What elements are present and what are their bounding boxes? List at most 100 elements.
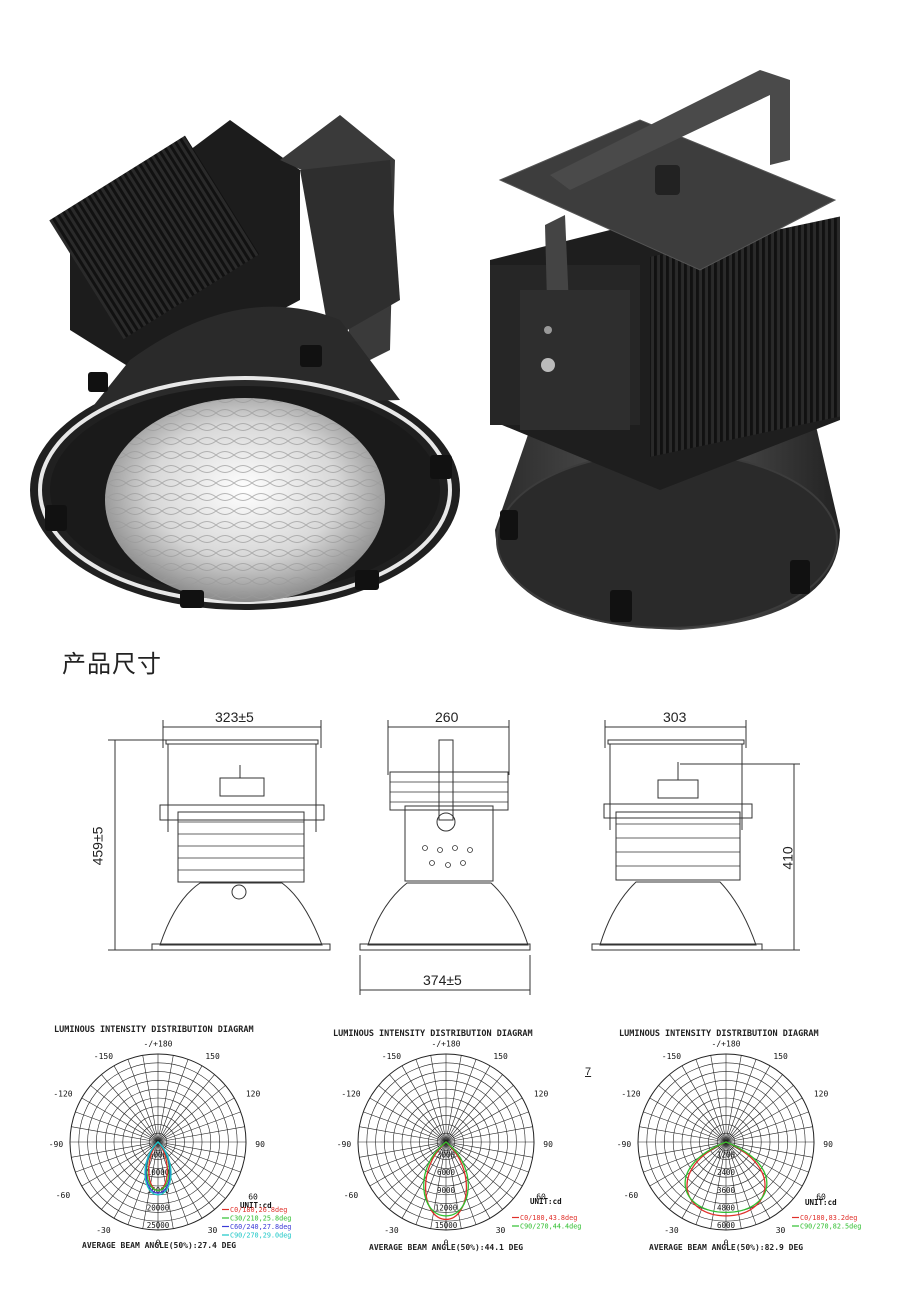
polar-1-beam-angle: AVERAGE BEAM ANGLE(50%):27.4 DEG xyxy=(82,1241,237,1250)
polar-spoke xyxy=(157,1126,245,1143)
legend-entry: C90/270,82.5deg xyxy=(800,1223,861,1231)
polar-spoke xyxy=(725,1074,783,1143)
polar-spoke xyxy=(101,1141,159,1210)
polar-angle-label: 120 xyxy=(814,1090,829,1099)
dim-front-width: 323±5 xyxy=(215,709,254,725)
polar-spoke xyxy=(639,1126,727,1143)
polar-spoke xyxy=(445,1055,462,1143)
polar-spoke xyxy=(75,1141,159,1173)
polar-angle-label: 150 xyxy=(773,1052,788,1061)
polar-spoke xyxy=(445,1141,514,1199)
polar-angle-label: -60 xyxy=(624,1191,639,1200)
polar-angle-label: 60 xyxy=(536,1193,546,1202)
polar-angle-label: 0 xyxy=(156,1238,161,1247)
polar-spoke xyxy=(681,1065,727,1143)
polar-spoke xyxy=(127,1141,159,1225)
dim-side-width: 260 xyxy=(435,709,459,725)
polar-spoke xyxy=(643,1141,727,1173)
legend-entry: C0/180,43.8deg xyxy=(520,1214,577,1222)
polar-angle-label: -30 xyxy=(384,1226,399,1235)
polar-angle-label: -90 xyxy=(337,1140,352,1149)
polar-spoke xyxy=(157,1141,226,1199)
polar-spoke xyxy=(669,1074,727,1143)
polar-spoke xyxy=(445,1141,523,1187)
polar-angle-label: -60 xyxy=(344,1191,359,1200)
polar-angle-label: -120 xyxy=(341,1090,360,1099)
polar-radial-label: 15000 xyxy=(435,1221,458,1230)
polar-angle-label: 30 xyxy=(208,1226,218,1235)
polar-spoke xyxy=(445,1065,491,1143)
polar-spoke xyxy=(157,1065,203,1143)
polar-unit: UNIT:cd xyxy=(240,1201,272,1210)
polar-angle-label: -60 xyxy=(56,1191,71,1200)
polar-spoke xyxy=(90,1141,159,1199)
polar-spoke xyxy=(725,1141,771,1219)
polar-spoke xyxy=(695,1059,727,1143)
polar-spoke xyxy=(90,1085,159,1143)
polar-spoke xyxy=(157,1111,241,1143)
polar-spoke xyxy=(157,1097,235,1143)
polar-radial-label: 5000 xyxy=(149,1151,168,1160)
polar-spoke xyxy=(445,1141,533,1158)
polar-spoke xyxy=(113,1065,159,1143)
side-view-drawing xyxy=(359,720,531,995)
polar-radial-label: 10000 xyxy=(147,1168,170,1177)
polar-spoke xyxy=(157,1059,189,1143)
polar-spoke xyxy=(157,1141,241,1173)
polar-spoke xyxy=(157,1141,189,1225)
legend-entry: C0/180,83.2deg xyxy=(800,1214,857,1222)
legend-entry: C90/270,29.0deg xyxy=(230,1232,291,1240)
polar-spoke xyxy=(725,1141,783,1210)
polar-3-beam-angle: AVERAGE BEAM ANGLE(50%):82.9 DEG xyxy=(649,1243,804,1252)
polar-spoke xyxy=(157,1055,174,1143)
polar-spoke xyxy=(157,1141,235,1187)
polar-spoke xyxy=(71,1141,159,1158)
polar-spoke xyxy=(725,1141,813,1158)
polar-spoke xyxy=(157,1141,215,1210)
polar-spoke xyxy=(445,1074,503,1143)
polar-spoke xyxy=(445,1097,523,1143)
polar-beam-curve xyxy=(686,1141,766,1217)
polar-spoke xyxy=(445,1141,477,1225)
polar-3-title: LUMINOUS INTENSITY DISTRIBUTION DIAGRAM xyxy=(619,1029,819,1039)
polar-radial-label: 12000 xyxy=(435,1203,458,1212)
polar-spoke xyxy=(378,1141,447,1199)
polar-radial-label: 3600 xyxy=(717,1186,736,1195)
polar-angle-label: -90 xyxy=(49,1140,64,1149)
polar-2-beam-angle: AVERAGE BEAM ANGLE(50%):44.1 DEG xyxy=(369,1243,524,1252)
polar-spoke xyxy=(725,1141,809,1173)
polar-radial-label: 6000 xyxy=(717,1221,736,1230)
dim-right-width: 303 xyxy=(663,709,687,725)
polar-spoke xyxy=(725,1097,803,1143)
front-view-drawing xyxy=(108,720,331,951)
polar-angle-label: 60 xyxy=(816,1193,826,1202)
polar-spoke xyxy=(445,1141,462,1229)
polar-spoke xyxy=(445,1126,533,1143)
polar-unit: UNIT:cd xyxy=(530,1197,562,1206)
polar-beam-curve xyxy=(145,1141,171,1194)
polar-angle-label: 150 xyxy=(205,1052,220,1061)
polar-beam-curve xyxy=(684,1141,768,1214)
polar-spoke xyxy=(643,1111,727,1143)
polar-radial-label: 6000 xyxy=(437,1168,456,1177)
polar-angle-label: -30 xyxy=(96,1226,111,1235)
polar-radial-label: 4800 xyxy=(717,1203,736,1212)
polar-spoke xyxy=(658,1141,727,1199)
polar-spoke xyxy=(669,1141,727,1210)
polar-spoke xyxy=(658,1085,727,1143)
legend-entry: C0/180,26.8deg xyxy=(230,1206,287,1214)
polar-spoke xyxy=(649,1141,727,1187)
polar-spoke xyxy=(725,1065,771,1143)
polar-spoke xyxy=(725,1141,794,1199)
polar-angle-label: -150 xyxy=(382,1052,401,1061)
polar-spoke xyxy=(81,1141,159,1187)
polar-angle-label: -120 xyxy=(621,1090,640,1099)
polar-angle-label: -/+180 xyxy=(432,1039,461,1048)
polar-spoke xyxy=(415,1141,447,1225)
polar-angle-label: 90 xyxy=(543,1140,553,1149)
polar-beam-curve xyxy=(146,1141,170,1192)
polar-spoke xyxy=(415,1059,447,1143)
polar-radial-label: 2400 xyxy=(717,1168,736,1177)
polar-angle-label: 120 xyxy=(534,1090,549,1099)
polar-2-title: LUMINOUS INTENSITY DISTRIBUTION DIAGRAM xyxy=(333,1029,533,1039)
